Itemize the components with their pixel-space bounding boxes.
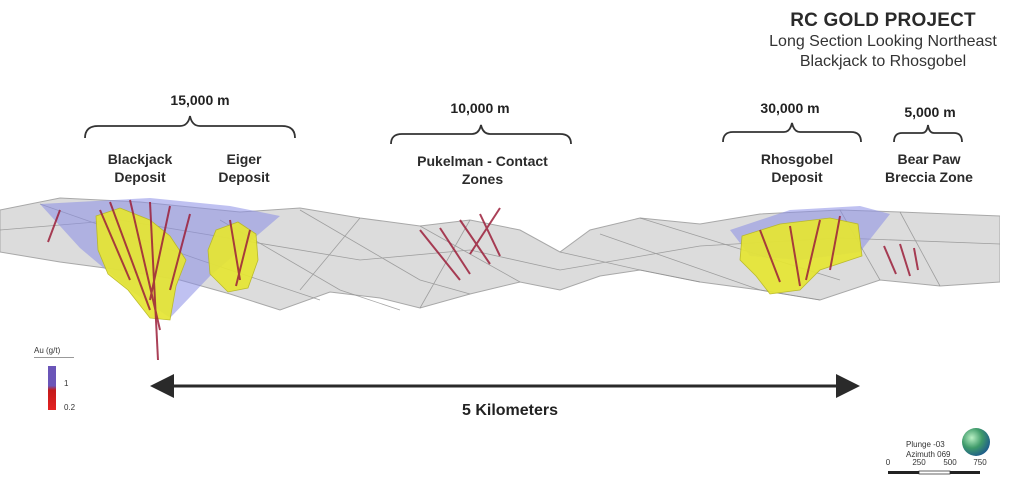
section-range: Blackjack to Rhosgobel (799, 53, 967, 70)
drillholes (47, 199, 919, 361)
zone-label-bear-paw: Bear Paw Breccia Zone (885, 151, 973, 185)
bracket-blackjack (84, 115, 296, 139)
scale-label: 5 Kilometers (461, 402, 559, 419)
zone-label-blackjack: Blackjack Deposit (107, 151, 173, 185)
orientation-text: Plunge -03 Azimuth 069 (906, 440, 950, 460)
scale-tick-250: 250 (912, 458, 926, 467)
distance-label-rhosgobel: 30,000 m (760, 100, 820, 116)
long-section-model (0, 197, 1000, 361)
distance-label-blackjack: 15,000 m (170, 92, 230, 108)
zone-label-eiger: Eiger Deposit (218, 151, 270, 185)
scale-bar-graphic (888, 470, 980, 475)
section-subtitle: Long Section Looking Northeast (769, 33, 997, 50)
au-legend: Au (g/t) 1 0.2 (34, 346, 94, 412)
bracket-bear-paw (893, 124, 963, 143)
scale-tick-500: 500 (943, 458, 957, 467)
scale-tick-0: 0 (885, 458, 891, 467)
eiger-orebody (207, 221, 259, 293)
globe-icon (962, 428, 990, 456)
title-block: RC GOLD PROJECT Long Section Looking Nor… (748, 10, 1018, 72)
scale-bar: 0 250 500 750 (884, 458, 996, 480)
scale-tick-750: 750 (973, 458, 987, 467)
legend-value-2: 0.2 (64, 403, 76, 412)
zone-label-rhosgobel: Rhosgobel Deposit (760, 151, 834, 185)
legend-value-1: 1 (64, 379, 69, 388)
bracket-rhosgobel (722, 122, 862, 143)
plunge-text: Plunge -03 (906, 440, 945, 449)
distance-label-bear-paw: 5,000 m (904, 104, 956, 120)
zone-label-pukelman: Pukelman - Contact Zones (417, 153, 548, 187)
five-km-arrow (150, 374, 860, 398)
project-title: RC GOLD PROJECT (790, 10, 976, 31)
bracket-pukelman (390, 124, 572, 145)
rhosgobel-orebody (739, 217, 863, 295)
legend-color-bar (48, 366, 56, 410)
azimuth-text: Azimuth 069 (906, 450, 951, 459)
distance-label-pukelman: 10,000 m (450, 100, 510, 116)
legend-title: Au (g/t) (34, 346, 74, 358)
